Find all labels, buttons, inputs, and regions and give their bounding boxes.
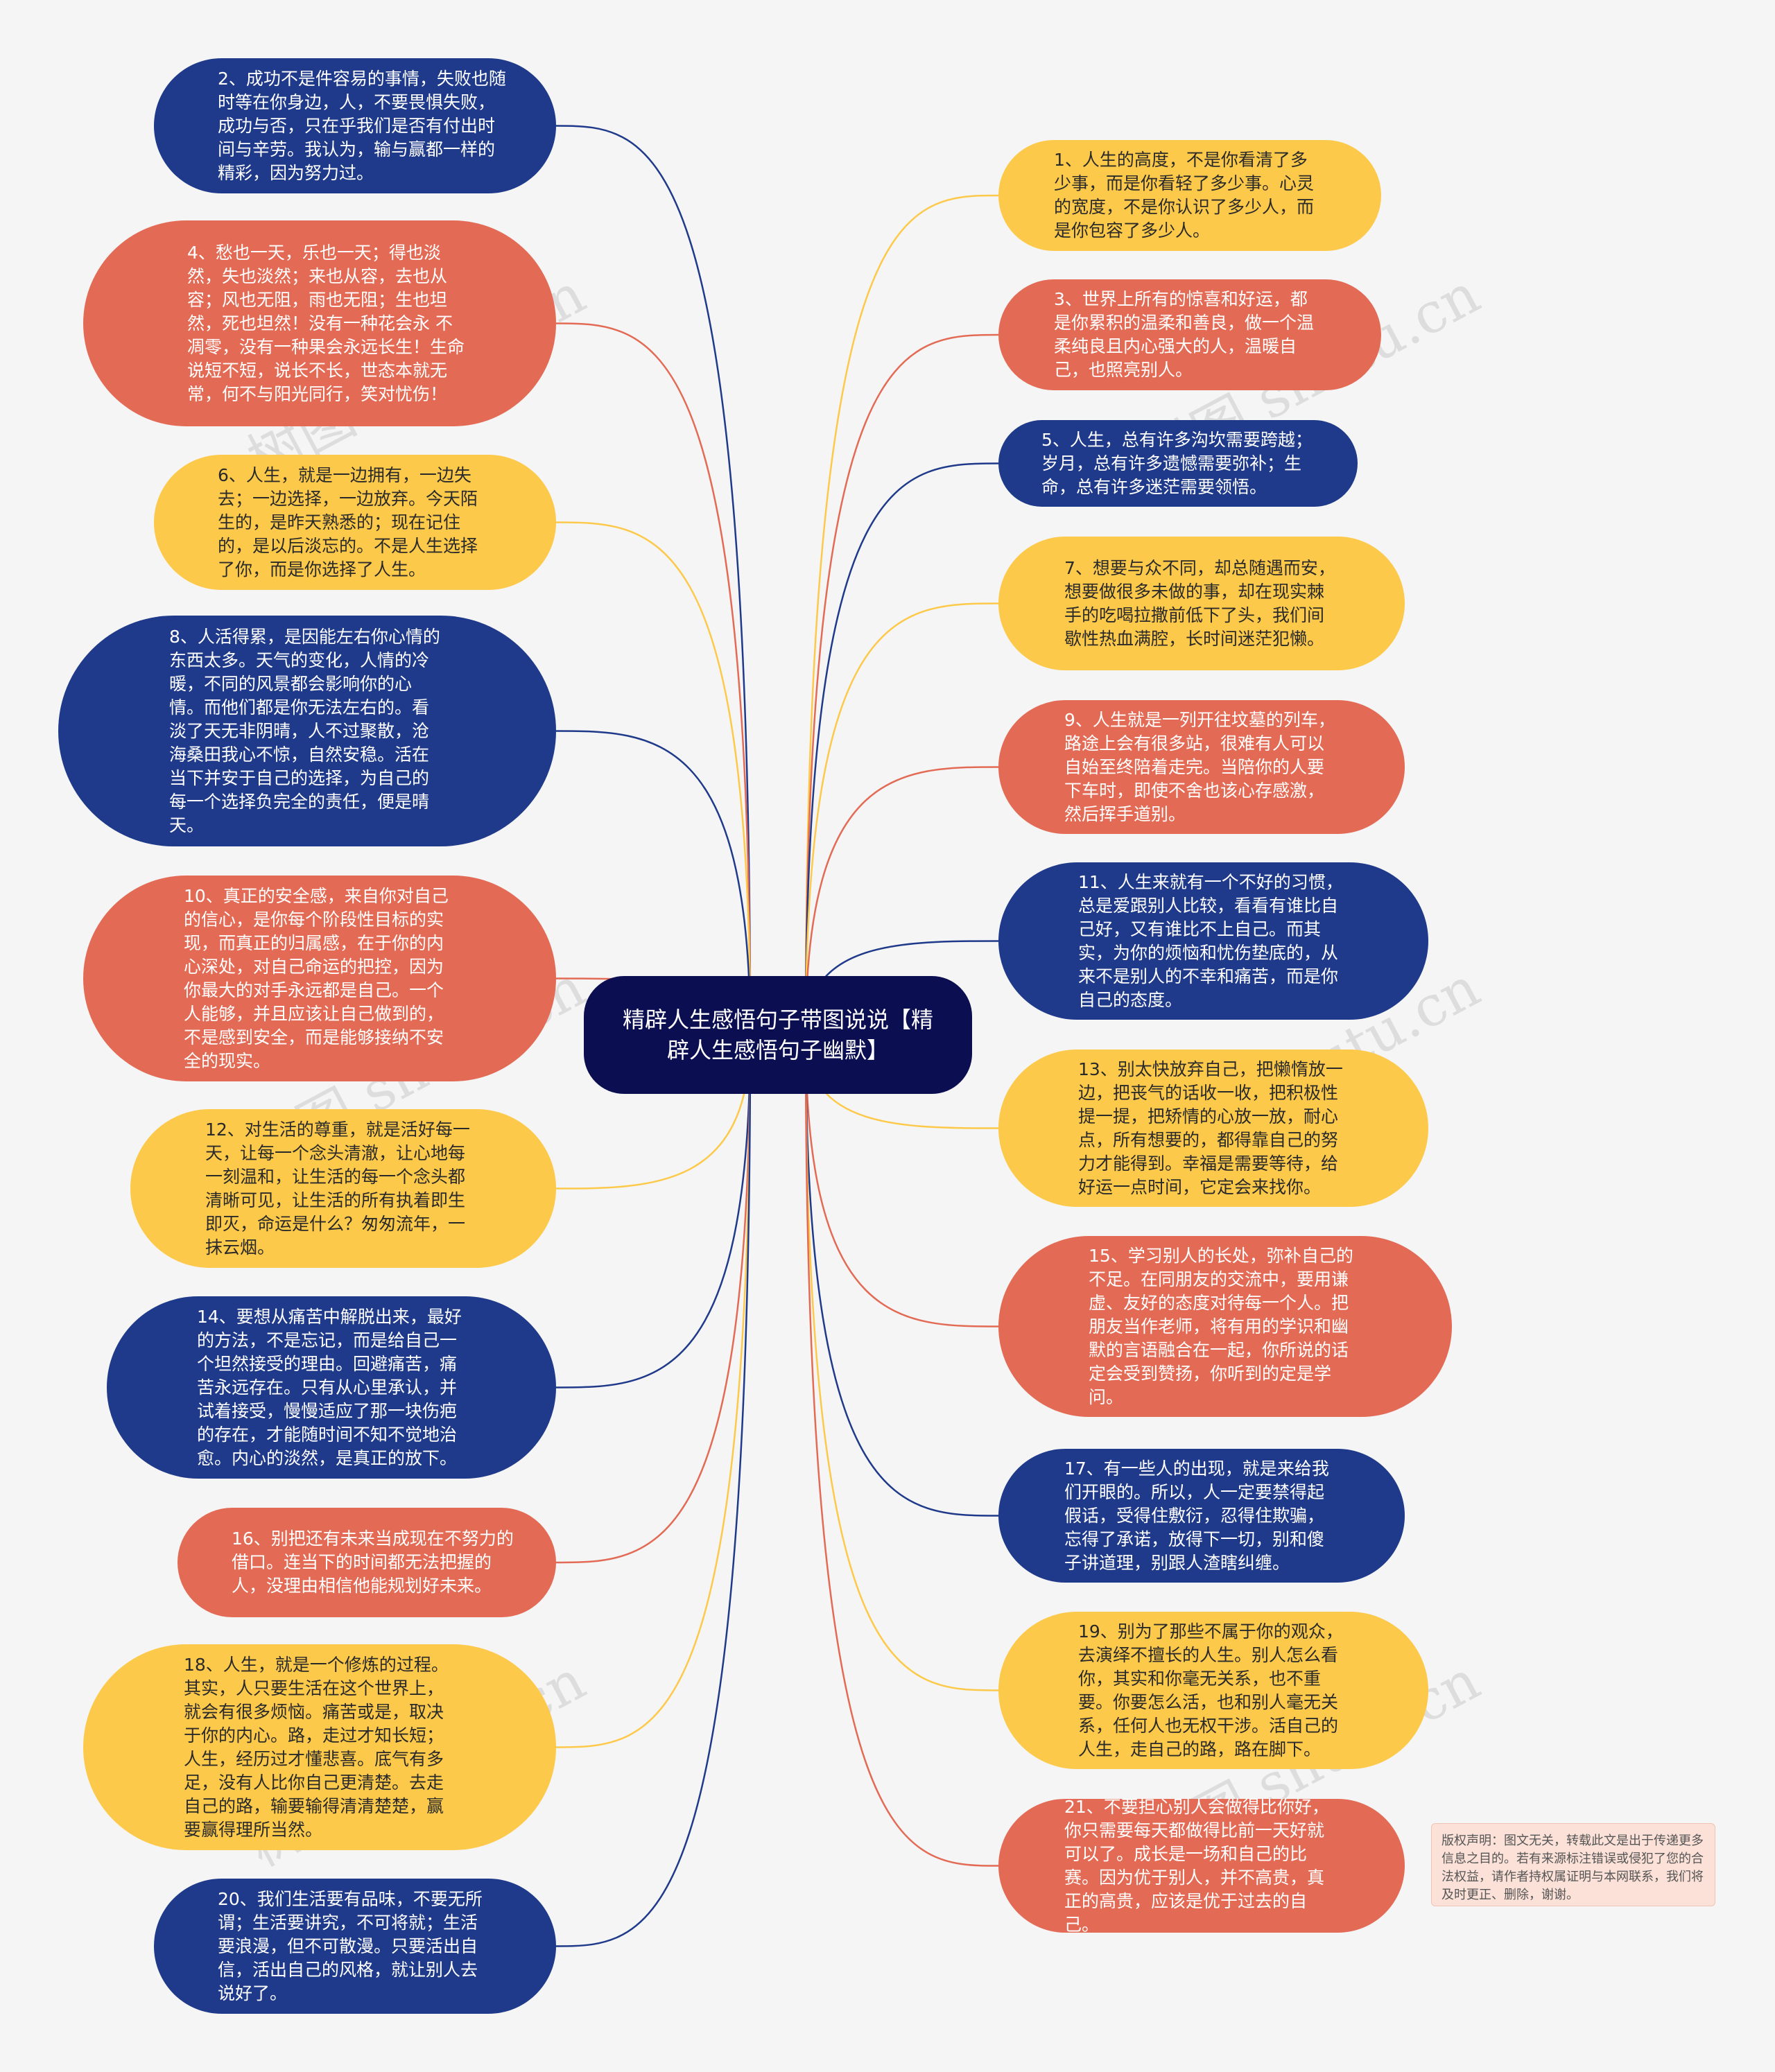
right-node-11[interactable]: 11、人生来就有一个不好的习惯，总是爱跟别人比较，看看有谁比自己好，又有谁比不上… — [998, 862, 1428, 1020]
right-node-15[interactable]: 15、学习别人的长处，弥补自己的不足。在同朋友的交流中，要用谦虚、友好的态度对待… — [998, 1236, 1452, 1417]
node-text: 5、人生，总有许多沟坎需要跨越；岁月，总有许多遗憾需要弥补；生命，总有许多迷茫需… — [1041, 429, 1313, 497]
connector-line — [555, 1034, 752, 1388]
node-text: 3、世界上所有的惊喜和好运，都是你累积的温柔和善良，做一个温柔纯良且内心强大的人… — [1054, 289, 1315, 380]
node-text: 21、不要担心别人会做得比你好，你只需要每天都做得比前一天好就可以了。成长是一场… — [1064, 1796, 1329, 1935]
left-node-4[interactable]: 4、愁也一天，乐也一天；得也淡然，失也淡然；来也从容，去也从容；风也无阻，雨也无… — [83, 220, 556, 426]
node-text: 18、人生，就是一个修炼的过程。其实，人只要生活在这个世界上，就会有很多烦恼。痛… — [184, 1654, 449, 1840]
copyright-note-text: 版权声明：图文无关，转载此文是出于传递更多信息之目的。若有来源标注错误或侵犯了您… — [1441, 1834, 1704, 1902]
connector-line — [804, 1034, 999, 1327]
left-node-16[interactable]: 16、别把还有未来当成现在不努力的借口。连当下的时间都无法把握的人，没理由相信他… — [178, 1508, 556, 1617]
node-text: 17、有一些人的出现，就是来给我们开眼的。所以，人一定要禁得起假话，受得住敷衍，… — [1064, 1458, 1329, 1573]
node-text: 14、要想从痛苦中解脱出来，最好的方法，不是忘记，而是给自己一个坦然接受的理由。… — [197, 1306, 462, 1468]
node-text: 1、人生的高度，不是你看清了多少事，而是你看轻了多少事。心灵的宽度，不是你认识了… — [1054, 150, 1315, 241]
node-text: 19、别为了那些不属于你的观众，去演绎不擅长的人生。别人怎么看你，其实和你毫无关… — [1078, 1621, 1343, 1759]
connector-line — [804, 766, 999, 1036]
right-node-21[interactable]: 21、不要担心别人会做得比你好，你只需要每天都做得比前一天好就可以了。成长是一场… — [998, 1797, 1405, 1935]
connector-line — [804, 1034, 999, 1517]
right-node-1[interactable]: 1、人生的高度，不是你看清了多少事，而是你看轻了多少事。心灵的宽度，不是你认识了… — [998, 140, 1381, 251]
left-node-12[interactable]: 12、对生活的尊重，就是活好每一天，让每一个念头清澈，让心地每一刻温和，让生活的… — [130, 1109, 556, 1268]
left-node-6[interactable]: 6、人生，就是一边拥有，一边失去；一边选择，一边放弃。今天陌生的，是昨天熟悉的；… — [154, 455, 556, 590]
node-text: 7、想要与众不同，却总随遇而安，想要做很多未做的事，却在现实棘手的吃喝拉撒前低下… — [1064, 557, 1335, 649]
connector-line — [555, 1034, 752, 1564]
right-node-19[interactable]: 19、别为了那些不属于你的观众，去演绎不擅长的人生。别人怎么看你，其实和你毫无关… — [998, 1612, 1428, 1769]
left-node-18[interactable]: 18、人生，就是一个修炼的过程。其实，人只要生活在这个世界上，就会有很多烦恼。痛… — [83, 1644, 556, 1850]
right-node-7[interactable]: 7、想要与众不同，却总随遇而安，想要做很多未做的事，却在现实棘手的吃喝拉撒前低下… — [998, 537, 1405, 670]
right-node-5[interactable]: 5、人生，总有许多沟坎需要跨越；岁月，总有许多遗憾需要弥补；生命，总有许多迷茫需… — [998, 420, 1358, 507]
connector-line — [555, 322, 752, 1036]
connector-line — [555, 1034, 752, 1748]
right-node-9[interactable]: 9、人生就是一列开往坟墓的列车，路途上会有很多站，很难有人可以自始至终陪着走完。… — [998, 700, 1405, 834]
right-node-13[interactable]: 13、别太快放弃自己，把懒惰放一边，把丧气的话收一收，把积极性提一提，把矫情的心… — [998, 1050, 1428, 1207]
node-text: 8、人活得累，是因能左右你心情的东西太多。天气的变化，人情的冷暖，不同的风景都会… — [169, 626, 440, 835]
node-text: 15、学习别人的长处，弥补自己的不足。在同朋友的交流中，要用谦虚、友好的态度对待… — [1089, 1245, 1353, 1407]
connector-line — [804, 333, 999, 1036]
connector-line — [804, 1034, 999, 1691]
node-text: 9、人生就是一列开往坟墓的列车，路途上会有很多站，很难有人可以自始至终陪着走完。… — [1064, 709, 1335, 824]
connector-line — [555, 125, 752, 1036]
left-node-10[interactable]: 10、真正的安全感，来自你对自己的信心，是你每个阶段性目标的实现，而真正的归属感… — [83, 876, 556, 1081]
left-node-8[interactable]: 8、人活得累，是因能左右你心情的东西太多。天气的变化，人情的冷暖，不同的风景都会… — [58, 616, 556, 846]
connector-line — [555, 730, 752, 1036]
node-text: 12、对生活的尊重，就是活好每一天，让每一个念头清澈，让心地每一刻温和，让生活的… — [205, 1119, 470, 1257]
connector-line — [804, 1034, 999, 1867]
right-node-3[interactable]: 3、世界上所有的惊喜和好运，都是你累积的温柔和善良，做一个温柔纯良且内心强大的人… — [998, 279, 1381, 390]
node-text: 4、愁也一天，乐也一天；得也淡然，失也淡然；来也从容，去也从容；风也无阻，雨也无… — [187, 242, 465, 404]
connector-line — [555, 521, 752, 1036]
right-node-17[interactable]: 17、有一些人的出现，就是来给我们开眼的。所以，人一定要禁得起假话，受得住敷衍，… — [998, 1449, 1405, 1583]
central-topic-text: 精辟人生感悟句子带图说说【精辟人生感悟句子幽默】 — [622, 1007, 933, 1063]
node-text: 20、我们生活要有品味，不要无所谓；生活要讲究，不可将就；生活要浪漫，但不可散漫… — [218, 1888, 483, 2003]
copyright-note: 版权声明：图文无关，转载此文是出于传递更多信息之目的。若有来源标注错误或侵犯了您… — [1431, 1823, 1715, 1906]
left-node-14[interactable]: 14、要想从痛苦中解脱出来，最好的方法，不是忘记，而是给自己一个坦然接受的理由。… — [107, 1296, 556, 1479]
node-text: 13、别太快放弃自己，把懒惰放一边，把丧气的话收一收，把积极性提一提，把矫情的心… — [1078, 1059, 1343, 1197]
left-node-2[interactable]: 2、成功不是件容易的事情，失败也随时等在你身边，人，不要畏惧失败，成功与否，只在… — [154, 58, 556, 193]
node-text: 16、别把还有未来当成现在不努力的借口。连当下的时间都无法把握的人，没理由相信他… — [232, 1529, 514, 1596]
connector-line — [804, 602, 999, 1036]
connector-line — [804, 462, 999, 1036]
central-topic[interactable]: 精辟人生感悟句子带图说说【精辟人生感悟句子幽默】 — [584, 976, 972, 1094]
node-text: 2、成功不是件容易的事情，失败也随时等在你身边，人，不要畏惧失败，成功与否，只在… — [218, 68, 506, 183]
node-text: 10、真正的安全感，来自你对自己的信心，是你每个阶段性目标的实现，而真正的归属感… — [184, 885, 449, 1071]
connector-line — [555, 1034, 752, 1947]
node-text: 11、人生来就有一个不好的习惯，总是爱跟别人比较，看看有谁比自己好，又有谁比不上… — [1078, 871, 1343, 1010]
left-node-20[interactable]: 20、我们生活要有品味，不要无所谓；生活要讲究，不可将就；生活要浪漫，但不可散漫… — [154, 1879, 556, 2014]
node-text: 6、人生，就是一边拥有，一边失去；一边选择，一边放弃。今天陌生的，是昨天熟悉的；… — [218, 464, 478, 580]
connector-line — [804, 194, 999, 1036]
